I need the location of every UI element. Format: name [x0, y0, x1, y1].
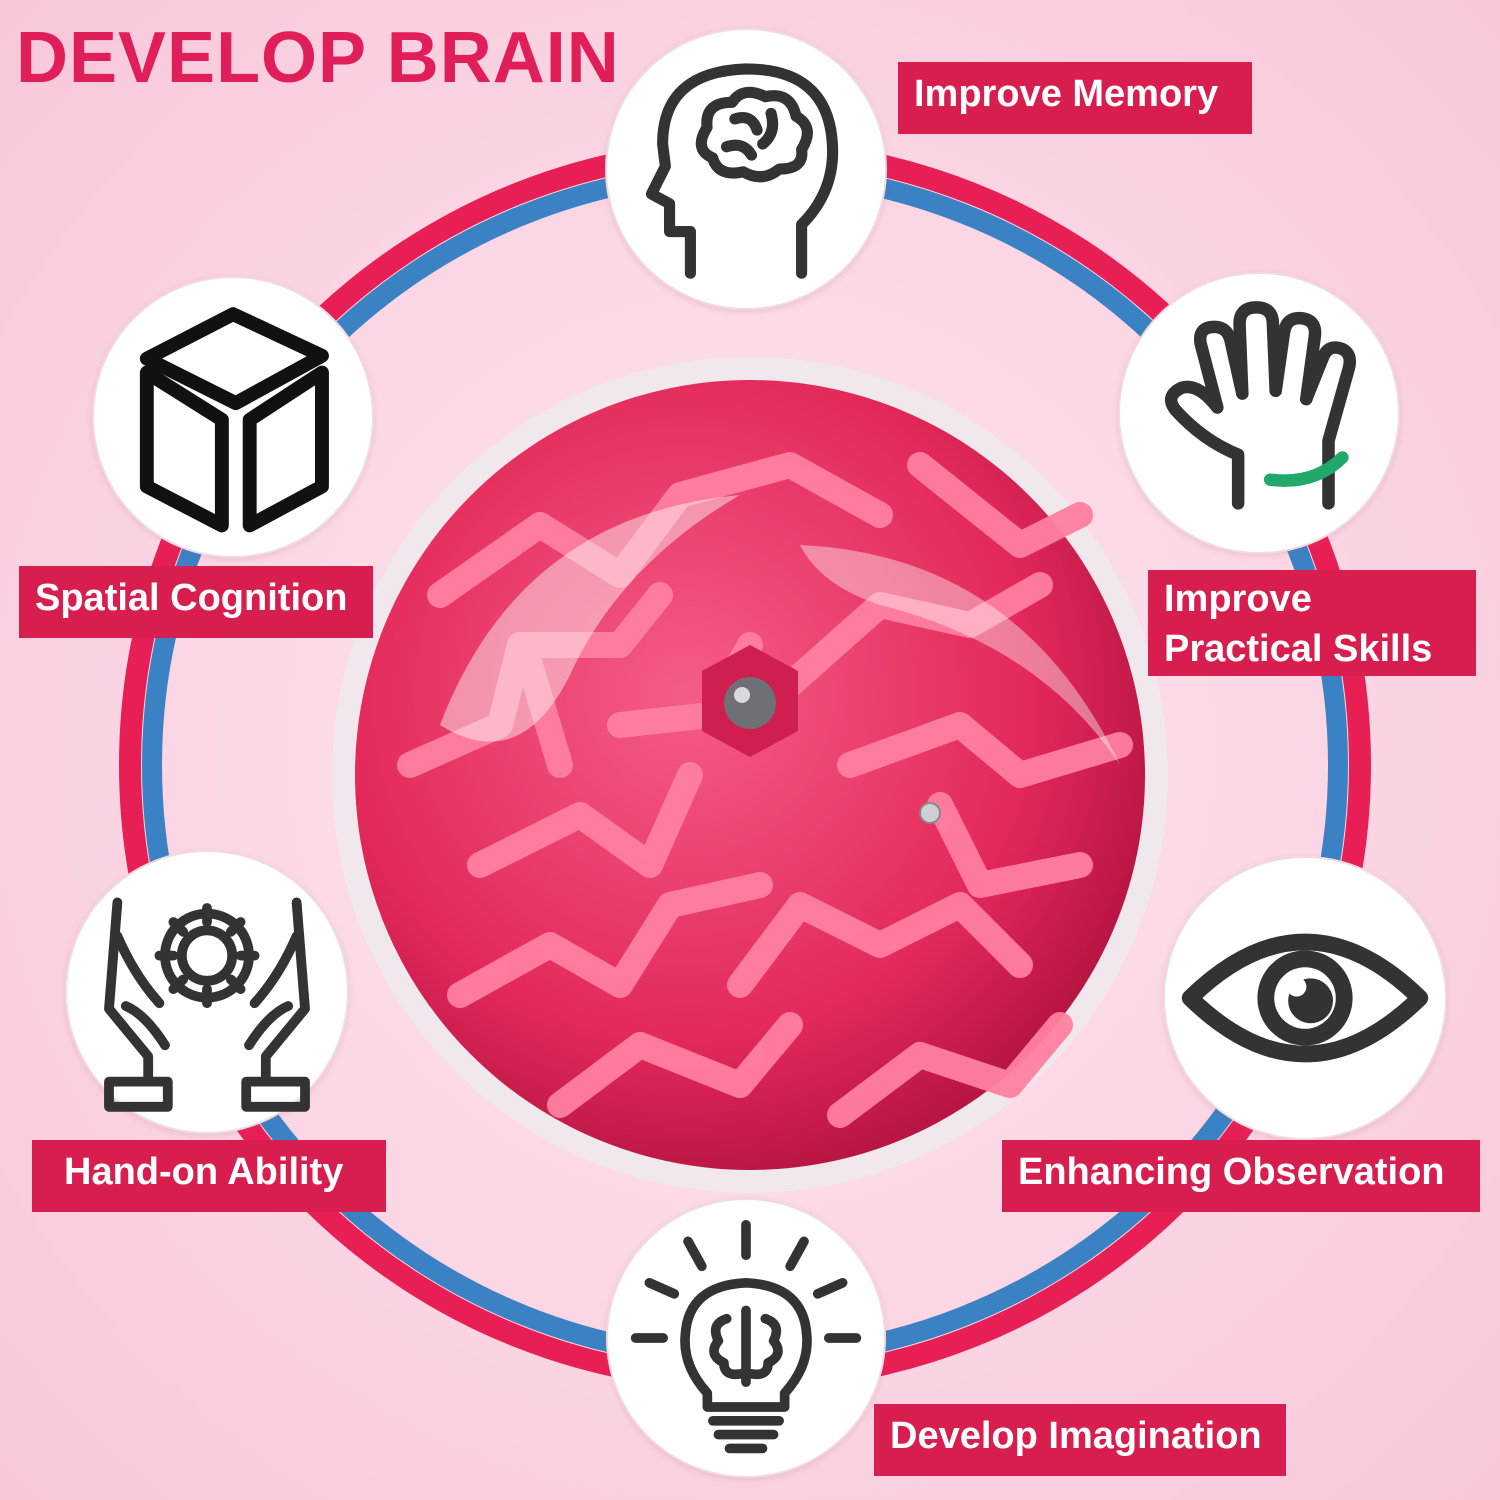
- hands-gear-icon: [104, 897, 310, 1112]
- label-develop-imagination: Develop Imagination: [874, 1404, 1286, 1476]
- maze-steel-ball: [919, 802, 941, 824]
- icon-circle-spatial: [92, 276, 374, 558]
- icon-circle-observation: [1163, 856, 1447, 1140]
- cube-icon: [139, 307, 329, 533]
- head-brain-icon: [645, 63, 839, 279]
- maze-ball-glare: [440, 495, 740, 742]
- icon-circle-practical-skills: [1118, 272, 1400, 554]
- icon-circle-imagination: [606, 1198, 886, 1478]
- page-title: DEVELOP BRAIN: [16, 18, 620, 98]
- wrist-band: [1263, 451, 1349, 487]
- label-improve-practical-skills: Improve Practical Skills: [1148, 570, 1476, 676]
- icon-circle-memory: [605, 28, 887, 310]
- maze-ball-body: [355, 380, 1145, 1170]
- label-improve-memory: Improve Memory: [898, 62, 1252, 134]
- lightbulb-brain-icon: [630, 1220, 862, 1454]
- hand-icon: [1164, 301, 1357, 510]
- label-enhancing-observation: Enhancing Observation: [1002, 1140, 1480, 1212]
- maze-ball-glare-2: [800, 545, 1120, 765]
- maze-center: [702, 645, 798, 757]
- label-hand-on-ability: Hand-on Ability: [32, 1140, 386, 1212]
- eye-icon: [1181, 933, 1429, 1063]
- maze-ball-icon: [332, 357, 1168, 1193]
- icon-circle-hand-on: [65, 850, 349, 1134]
- label-spatial-cognition: Spatial Cognition: [19, 566, 373, 638]
